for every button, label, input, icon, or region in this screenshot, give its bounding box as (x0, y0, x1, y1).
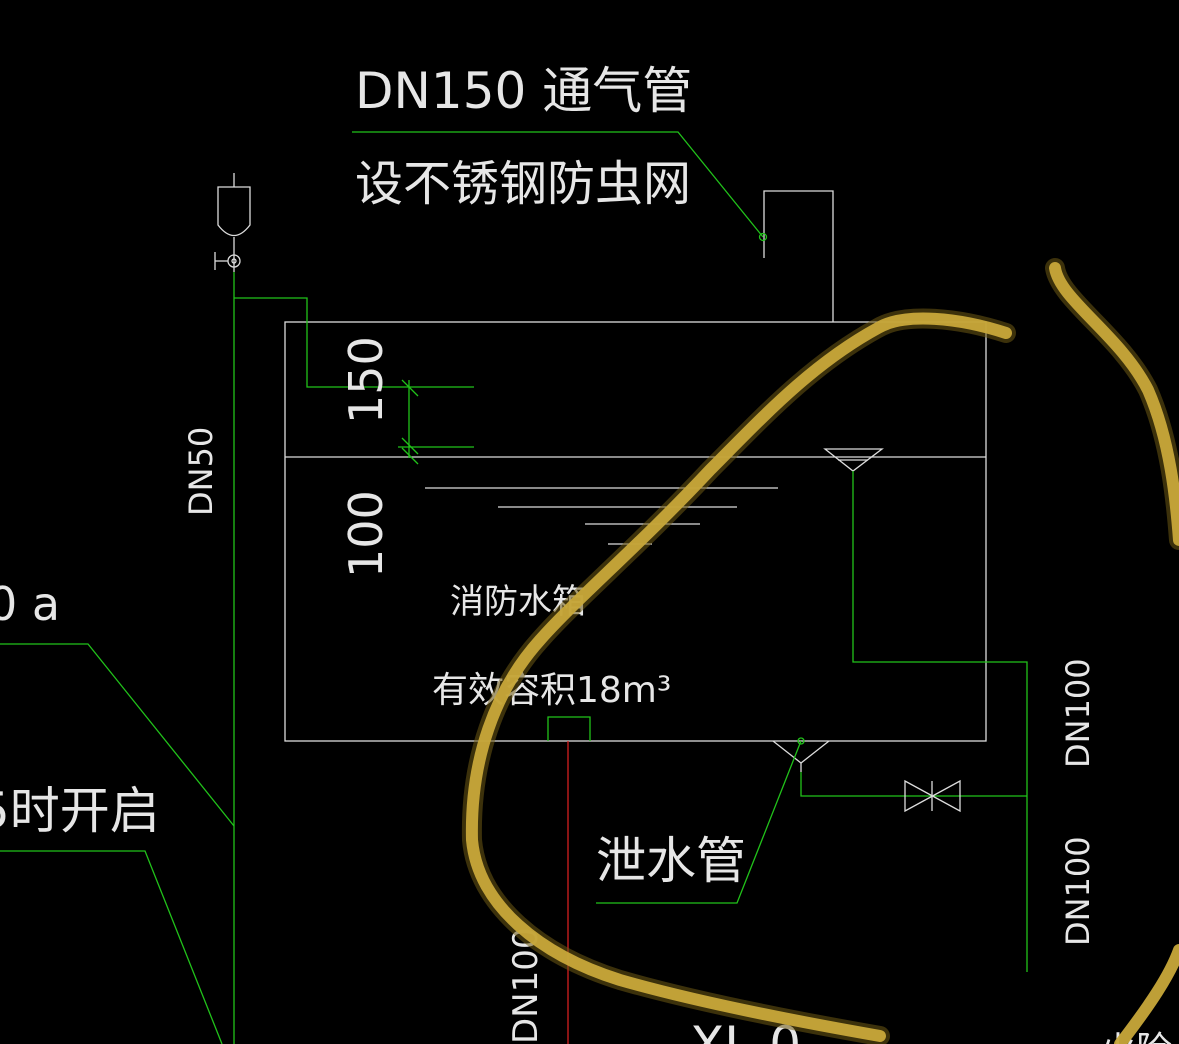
drain-pipe-label: 泄水管 (596, 832, 746, 890)
funnel-icon (823, 448, 884, 472)
outlet-pipe[interactable] (547, 716, 591, 1044)
overflow-pipe[interactable] (852, 471, 1028, 972)
vent-pipe-label: DN150 通气管 (355, 62, 692, 120)
dn50-label: DN50 (182, 427, 220, 516)
vent-note-label: 设不锈钢防虫网 (355, 156, 691, 212)
butterfly-valve-icon[interactable] (904, 779, 961, 813)
freehand-circle-markup (461, 258, 1179, 1044)
dn100-right-top-label: DN100 (1059, 658, 1097, 768)
water-level-icon (425, 487, 778, 545)
vent-leader (352, 131, 768, 242)
dn100-right-bottom-label: DN100 (1059, 836, 1097, 946)
dimension-150 (398, 379, 474, 465)
drain-funnel-icon (772, 737, 830, 772)
drain-leader (596, 740, 802, 904)
vent-pipe[interactable] (763, 190, 834, 322)
left-partial-a-label: 0 a (0, 577, 60, 631)
float-valve-icon (214, 173, 251, 272)
tank-volume-label: 有效容积18m³ (432, 670, 671, 711)
dimension-100-label: 100 (339, 490, 393, 578)
left-leaders (0, 643, 235, 1044)
dimension-150-label: 150 (339, 336, 393, 424)
left-partial-open-label: 5时开启 (0, 782, 160, 840)
dn50-supply-pipe[interactable] (233, 272, 398, 1044)
fire-water-tank[interactable] (284, 321, 987, 742)
drain-pipe[interactable] (800, 772, 1027, 797)
